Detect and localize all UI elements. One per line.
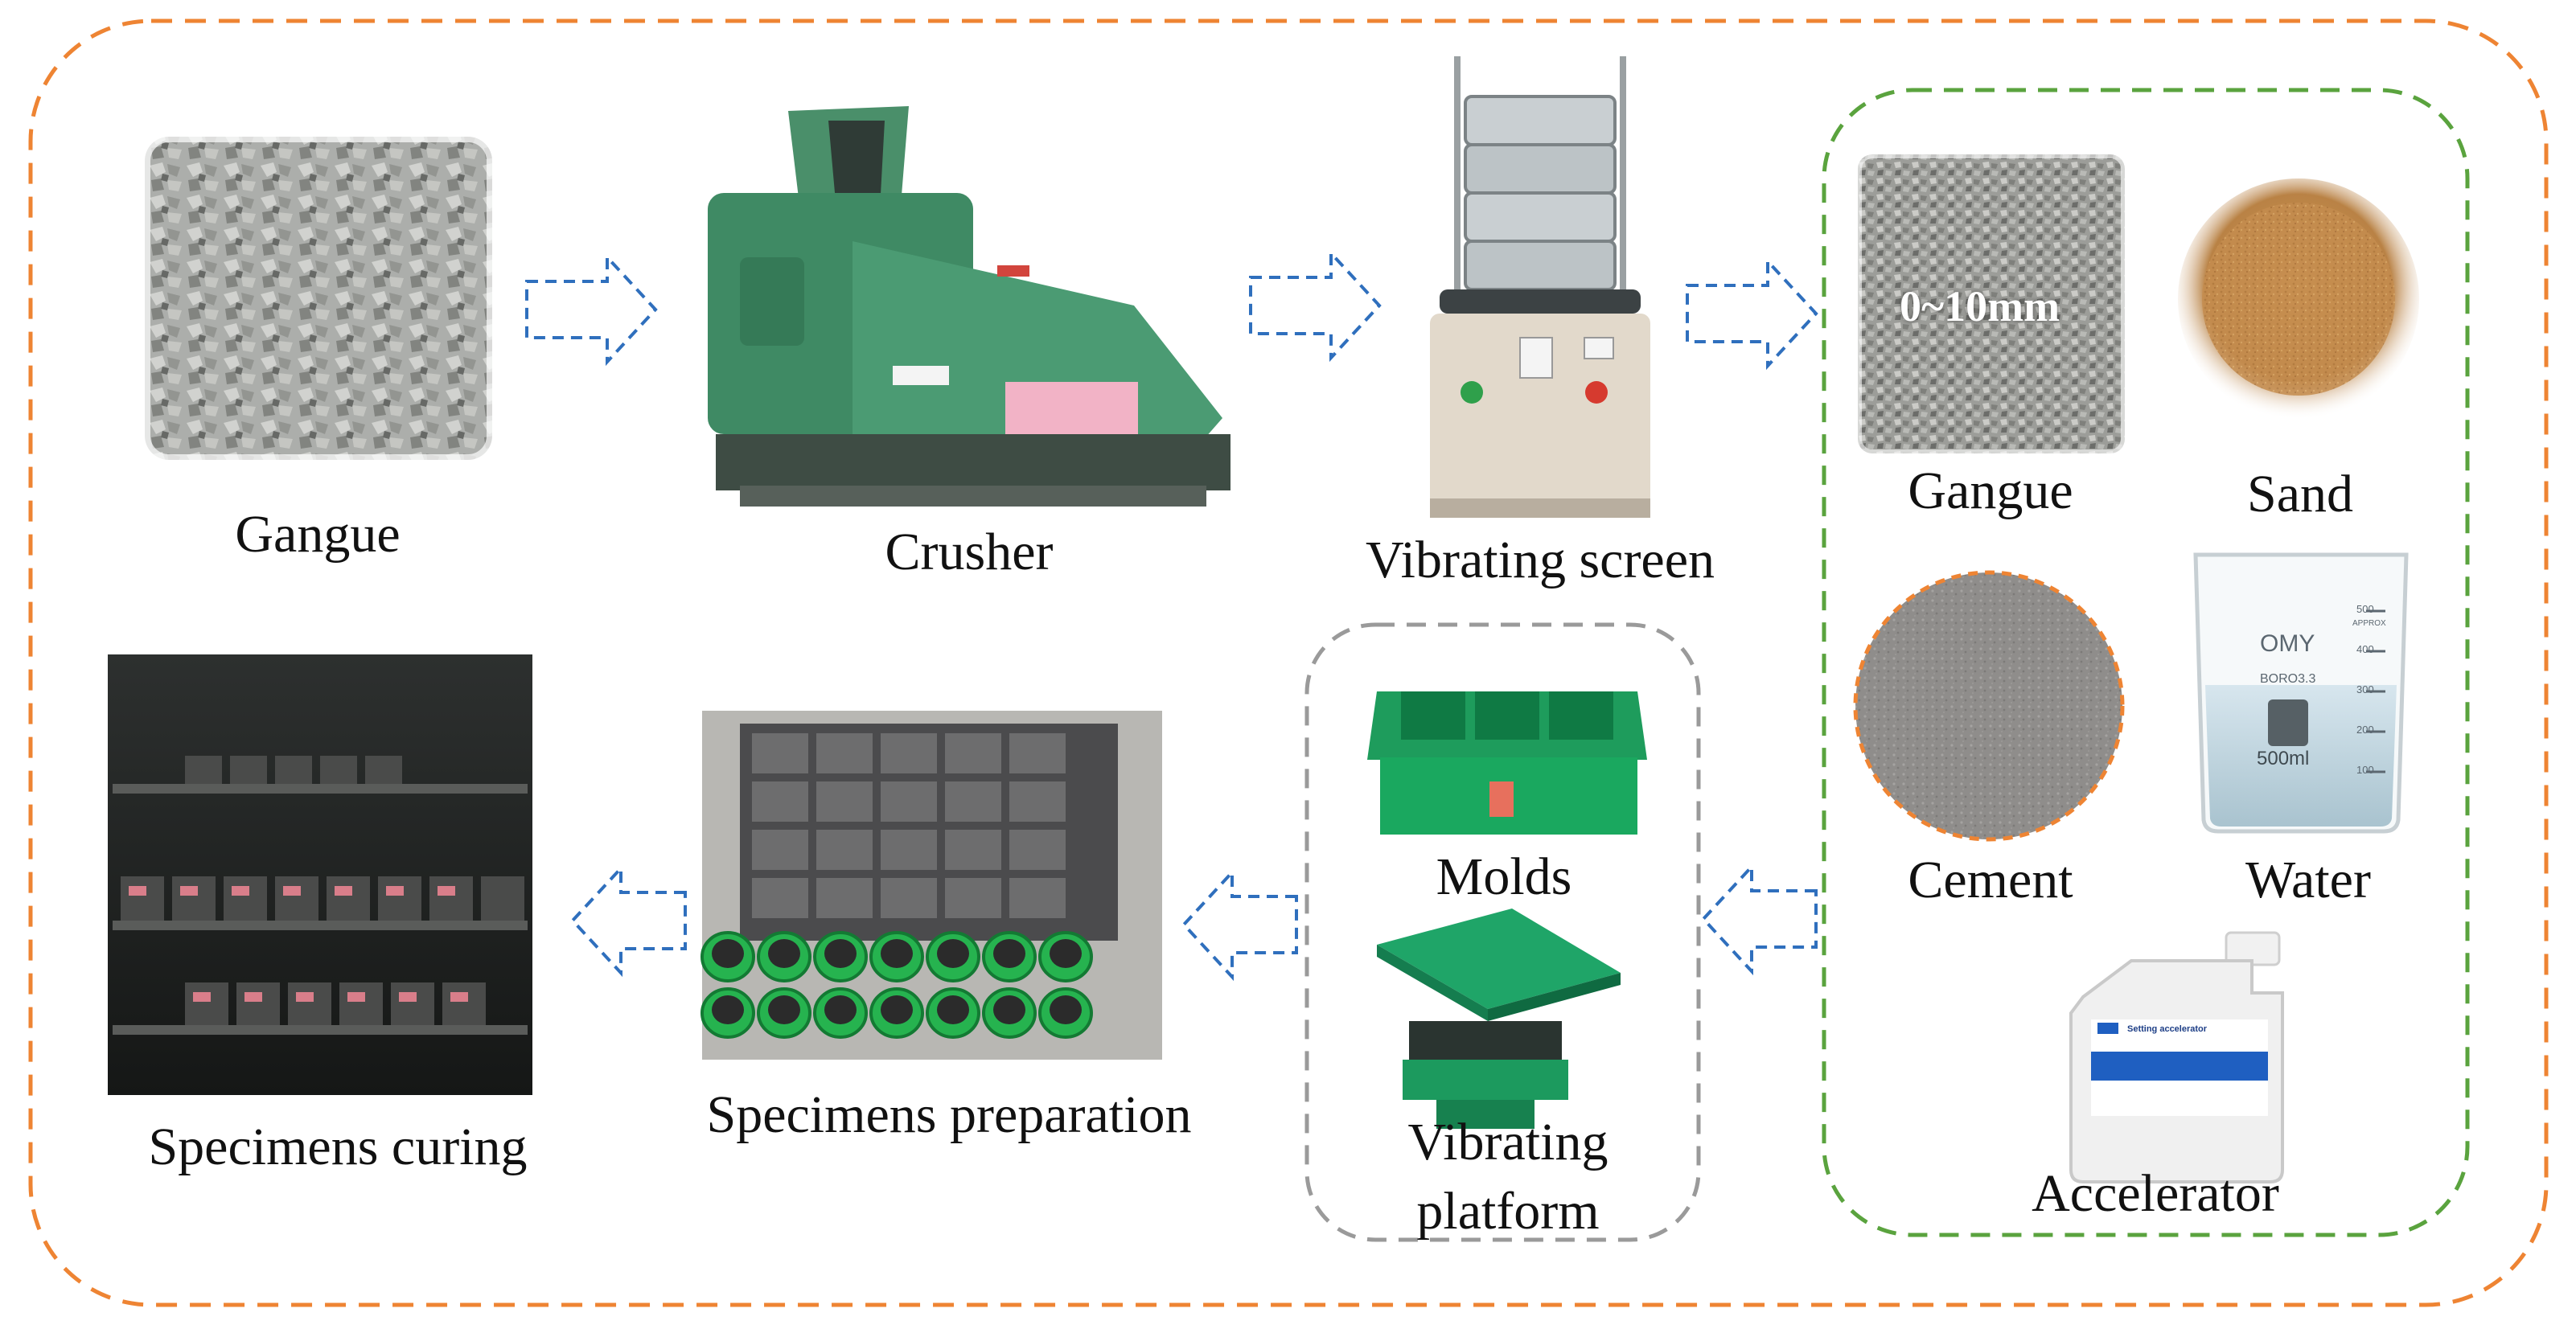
arrow-screen-to-materials: [1686, 256, 1818, 371]
sand-photo: [2171, 161, 2425, 426]
beaker-approx: APPROX: [2352, 619, 2386, 628]
label-vibrating-platform-line1: Vibrating: [1407, 1113, 1608, 1171]
beaker-brand: OMY: [2260, 630, 2315, 657]
beaker-scale-100: 100: [2356, 764, 2374, 776]
gangue-size-annotation: 0~10mm: [1900, 282, 2060, 330]
label-vibrating-screen: Vibrating screen: [1365, 531, 1715, 589]
jug-label: Setting accelerator: [2127, 1024, 2208, 1034]
crusher-photo: [708, 106, 1230, 507]
arrow-gangue-to-crusher: [525, 252, 658, 367]
beaker-volume: 500ml: [2257, 748, 2310, 769]
outer-frame: [28, 18, 2549, 1307]
water-beaker: [2193, 552, 2409, 834]
beaker-scale-400: 400: [2356, 643, 2374, 655]
cement-photo: [1853, 570, 2125, 842]
gangue-screened-photo: [1854, 150, 2129, 457]
label-water: Water: [2245, 851, 2371, 909]
molds-photo: [1367, 691, 1647, 835]
label-specimens-preparation: Specimens preparation: [706, 1085, 1192, 1144]
beaker-glass: BORO3.3: [2260, 672, 2316, 686]
label-gangue-raw: Gangue: [235, 505, 401, 564]
label-sand: Sand: [2247, 465, 2353, 523]
label-vibrating-platform-line2: platform: [1416, 1182, 1600, 1241]
gangue-raw-photo: [139, 131, 498, 466]
specimens-preparation-photo: [700, 711, 1162, 1060]
label-crusher: Crusher: [885, 523, 1054, 581]
label-accelerator: Accelerator: [2032, 1164, 2279, 1223]
equipment-frame: [1304, 622, 1701, 1242]
label-specimens-curing: Specimens curing: [148, 1118, 528, 1176]
label-cement: Cement: [1908, 851, 2073, 909]
beaker-scale-300: 300: [2356, 683, 2374, 695]
label-molds: Molds: [1436, 847, 1572, 906]
specimens-curing-photo: [108, 654, 532, 1095]
materials-frame: [1822, 88, 2470, 1237]
beaker-scale-200: 200: [2356, 724, 2374, 736]
arrow-preparation-to-curing: [570, 863, 687, 978]
label-gangue-screened: Gangue: [1908, 461, 2073, 520]
beaker-scale-500: 500: [2356, 603, 2374, 615]
accelerator-jug: [2069, 931, 2284, 1183]
vibrating-screen-photo: [1430, 56, 1650, 518]
arrow-molds-to-preparation: [1181, 868, 1298, 982]
arrow-crusher-to-screen: [1249, 248, 1382, 363]
vibrating-platform-photo: [1377, 909, 1621, 1129]
arrow-materials-to-molds: [1701, 862, 1818, 976]
